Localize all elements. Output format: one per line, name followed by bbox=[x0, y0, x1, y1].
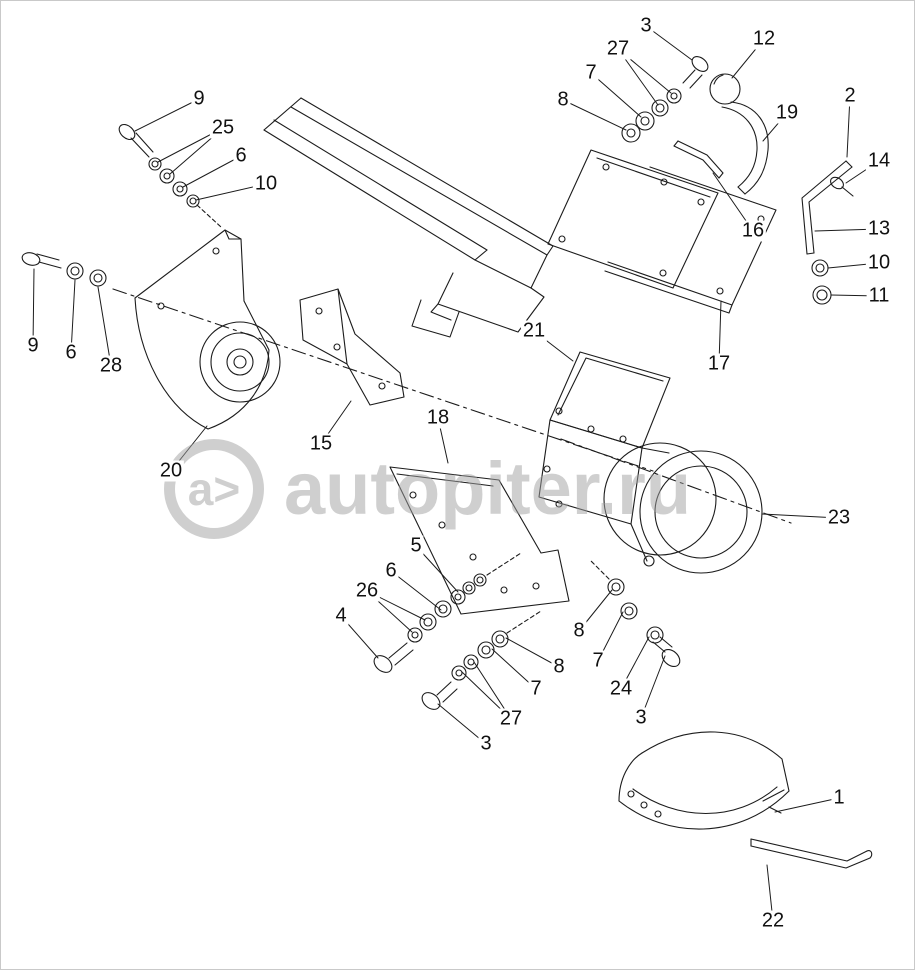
part-pulley-bracket bbox=[134, 204, 281, 430]
fastener-set-left bbox=[21, 252, 107, 287]
part-knob-12-handle-19 bbox=[709, 73, 769, 195]
part-lever-16 bbox=[673, 140, 724, 179]
part-drum-23 bbox=[603, 442, 763, 574]
fastener-set-bottom-left-a bbox=[373, 552, 522, 673]
fastener-set-top-left bbox=[118, 123, 200, 208]
centerline bbox=[112, 288, 792, 524]
part-bracket-15 bbox=[299, 288, 405, 406]
part-rod-22 bbox=[750, 838, 873, 869]
fastener-set-top-right bbox=[621, 56, 709, 143]
part-plate-18 bbox=[389, 466, 570, 615]
fastener-set-bottom-left-b bbox=[421, 610, 542, 710]
part-rod-13-rings bbox=[801, 160, 854, 305]
part-upper-chute bbox=[263, 97, 554, 338]
part-plate-17 bbox=[547, 149, 777, 314]
part-deflector-1 bbox=[618, 731, 790, 830]
fastener-set-bottom-right bbox=[590, 560, 681, 668]
